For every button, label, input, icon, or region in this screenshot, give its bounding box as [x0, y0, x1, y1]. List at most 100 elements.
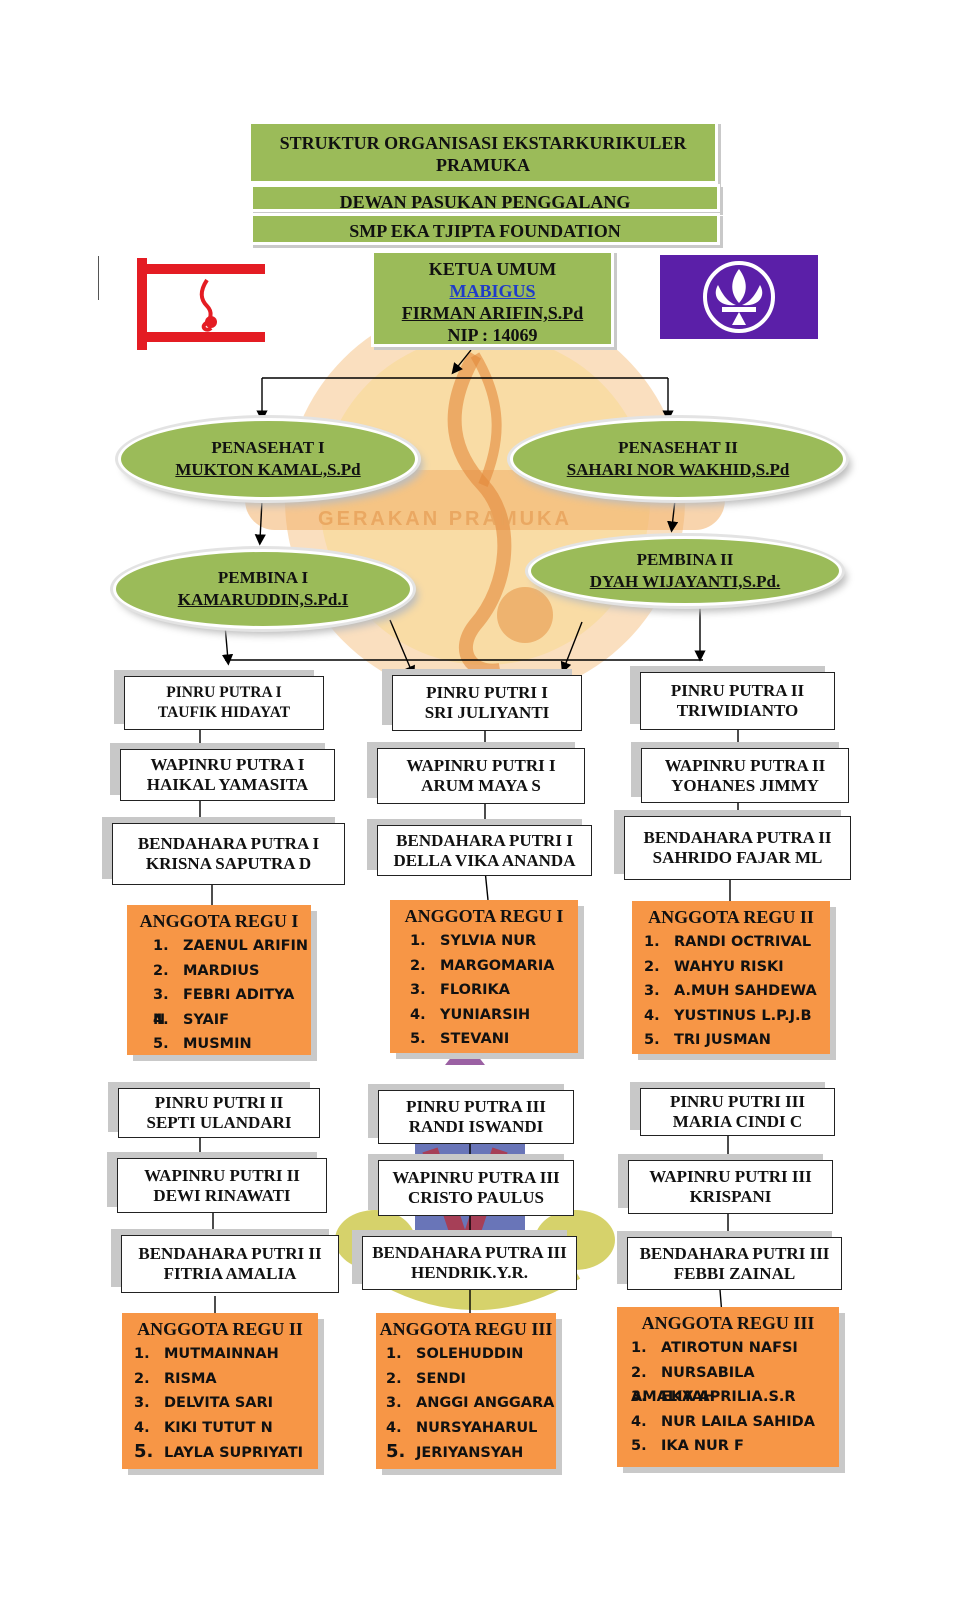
anggota-list: 1.RANDI OCTRIVAL 2.WAHYU RISKI 3.A.MUH S… — [632, 930, 830, 1053]
penasehat-2-role: PENASEHAT II — [618, 438, 738, 457]
wapinru-name: KRISPANI — [689, 1187, 772, 1206]
list-item: 5.LAYLA SUPRIYATI — [134, 1441, 303, 1462]
list-item: 3.EKA APRILIA.S.R — [631, 1389, 796, 1405]
pinru-role: PINRU PUTRA II — [670, 681, 805, 700]
list-item: 3.FLORIKA — [410, 982, 510, 998]
anggota-box: ANGGOTA REGU III 1.ATIROTUN NAFSI 2.NURS… — [617, 1307, 839, 1467]
bendahara-name: FEBBI ZAINAL — [673, 1263, 796, 1283]
wapinru-name: ARUM MAYA S — [421, 776, 541, 795]
list-item: 2.MARGOMARIA — [410, 957, 555, 974]
list-item: 4.NUR LAILA SAHIDA — [631, 1413, 815, 1430]
list-item: 2.NURSABILA AMALIYAH — [631, 1364, 755, 1406]
list-item: 1.SOLEHUDDIN — [386, 1346, 524, 1362]
list-item: 2.WAHYU RISKI — [644, 958, 784, 975]
pinru-role: PINRU PUTRA III — [406, 1097, 546, 1116]
list-item: 5.IKA NUR F — [631, 1438, 744, 1454]
pinru-role: PINRU PUTRI III — [669, 1092, 806, 1111]
anggota-title: ANGGOTA REGU II — [648, 907, 814, 927]
list-item: 1.SYLVIA NUR — [410, 933, 537, 949]
list-item: 4.NURSYAHARUL — [386, 1419, 538, 1436]
bendahara-role: BENDAHARA PUTRI II — [138, 1244, 322, 1263]
bendahara-box: BENDAHARA PUTRA III HENDRIK.Y.R. — [362, 1236, 577, 1290]
bendahara-box: BENDAHARA PUTRA I KRISNA SAPUTRA D — [112, 823, 345, 885]
ketua-nip: NIP : 14069 — [447, 325, 538, 345]
wapinru-box: WAPINRU PUTRI III KRISPANI — [628, 1160, 833, 1214]
wapinru-role: WAPINRU PUTRI II — [144, 1165, 300, 1185]
bendahara-role: BENDAHARA PUTRI I — [396, 830, 573, 850]
header-title-box: STRUKTUR ORGANISASI EKSTARKURIKULER PRAM… — [248, 121, 718, 184]
bendahara-role: BENDAHARA PUTRA III — [372, 1243, 567, 1262]
bendahara-name: HENDRIK.Y.R. — [411, 1263, 528, 1282]
penasehat-1-name: MUKTON KAMAL,S.Pd — [175, 460, 361, 479]
anggota-title: ANGGOTA REGU I — [139, 911, 299, 931]
list-item: 2.MARDIUS — [153, 962, 260, 979]
list-item: 1.ATIROTUN NAFSI — [631, 1340, 798, 1356]
list-item: 5.STEVANI — [410, 1031, 510, 1047]
anggota-list: 1.SOLEHUDDIN 2.SENDI 3.ANGGI ANGGARA 4.N… — [376, 1342, 556, 1465]
anggota-box: ANGGOTA REGU III 1.SOLEHUDDIN 2.SENDI 3.… — [376, 1313, 556, 1469]
wapinru-role: WAPINRU PUTRA III — [392, 1168, 560, 1187]
pembina-1-role: PEMBINA I — [217, 568, 309, 587]
bendahara-box: BENDAHARA PUTRI II FITRIA AMALIA — [121, 1235, 339, 1293]
pinru-box: PINRU PUTRI II SEPTI ULANDARI — [118, 1088, 320, 1138]
anggota-list: 1.ATIROTUN NAFSI 2.NURSABILA AMALIYAH 3.… — [617, 1336, 839, 1459]
pinru-box: PINRU PUTRI I SRI JULIYANTI — [392, 675, 582, 731]
anggota-title: ANGGOTA REGU II — [137, 1319, 303, 1339]
list-item: 4.YUSTINUS L.P.J.B — [644, 1007, 812, 1024]
wapinru-role: WAPINRU PUTRI III — [649, 1167, 812, 1186]
tunas-kelapa-flag-icon — [137, 258, 265, 350]
wapinru-box: WAPINRU PUTRA II YOHANES JIMMY — [641, 748, 849, 803]
penasehat-2-name: SAHARI NOR WAKHID,S.Pd — [566, 460, 790, 479]
wapinru-box: WAPINRU PUTRI I ARUM MAYA S — [377, 748, 585, 804]
pembina-2-oval: PEMBINA II DYAH WIJAYANTI,S.Pd. — [528, 536, 842, 606]
pinru-name: TRIWIDIANTO — [676, 701, 799, 720]
penasehat-1-oval: PENASEHAT I MUKTON KAMAL,S.Pd — [118, 418, 418, 500]
pembina-1-oval: PEMBINA I KAMARUDDIN,S.Pd.I — [113, 549, 413, 629]
penasehat-1-role: PENASEHAT I — [211, 438, 325, 457]
list-item: 5.TRI JUSMAN — [644, 1032, 771, 1048]
ketua-umum-box: KETUA UMUM MABIGUS FIRMAN ARIFIN,S.Pd NI… — [371, 250, 614, 347]
pinru-box: PINRU PUTRA III RANDI ISWANDI — [378, 1090, 574, 1144]
pinru-box: PINRU PUTRA II TRIWIDIANTO — [640, 672, 835, 730]
bendahara-name: KRISNA SAPUTRA D — [145, 854, 312, 873]
list-item: 3.FEBRI ADITYA N — [153, 987, 295, 1028]
bendahara-box: BENDAHARA PUTRA II SAHRIDO FAJAR ML — [624, 816, 851, 880]
wapinru-name: DEWI RINAWATI — [153, 1185, 291, 1205]
wapinru-role: WAPINRU PUTRA II — [664, 755, 826, 775]
pinru-name: SEPTI ULANDARI — [146, 1113, 292, 1132]
pinru-role: PINRU PUTRI II — [154, 1093, 284, 1112]
pembina-2-role: PEMBINA II — [636, 550, 734, 569]
bendahara-role: BENDAHARA PUTRA II — [643, 828, 832, 847]
list-item: 1.ZAENUL ARIFIN — [153, 938, 309, 954]
list-item: 3.A.MUH SAHDEWA — [644, 983, 817, 999]
page-edge-mark — [98, 256, 99, 300]
anggota-title: ANGGOTA REGU III — [641, 1313, 815, 1333]
wapinru-box: WAPINRU PUTRA III CRISTO PAULUS — [378, 1160, 574, 1216]
bendahara-name: FITRIA AMALIA — [163, 1264, 297, 1283]
bendahara-box: BENDAHARA PUTRI III FEBBI ZAINAL — [627, 1237, 842, 1290]
wapinru-name: YOHANES JIMMY — [671, 775, 819, 795]
list-item: 1.RANDI OCTRIVAL — [644, 934, 812, 950]
wapinru-name: CRISTO PAULUS — [408, 1188, 544, 1207]
list-item: 4.SYAIF — [153, 1011, 230, 1028]
mabigus-link[interactable]: MABIGUS — [449, 281, 536, 301]
wapinru-box: WAPINRU PUTRI II DEWI RINAWATI — [117, 1158, 327, 1213]
header-title-line2: PRAMUKA — [436, 155, 530, 175]
ketua-role: KETUA UMUM — [428, 259, 557, 279]
ketua-name: FIRMAN ARIFIN,S.Pd — [401, 303, 584, 323]
pinru-name: MARIA CINDI C — [672, 1112, 803, 1131]
pembina-1-name: KAMARUDDIN,S.Pd.I — [177, 590, 349, 609]
anggota-box: ANGGOTA REGU II 1.MUTMAINNAH 2.RISMA 3.D… — [122, 1313, 318, 1469]
header-title: STRUKTUR ORGANISASI EKSTARKURIKULER — [279, 133, 687, 153]
pinru-box: PINRU PUTRA I TAUFIK HIDAYAT — [124, 676, 324, 730]
list-item: 4.YUNIARSIH — [410, 1006, 531, 1023]
header-school: SMP EKA TJIPTA FOUNDATION — [250, 213, 720, 245]
anggota-box: ANGGOTA REGU II 1.RANDI OCTRIVAL 2.WAHYU… — [632, 901, 830, 1054]
anggota-list: 1.ZAENUL ARIFIN 2.MARDIUS 3.FEBRI ADITYA… — [127, 934, 311, 1057]
bendahara-role: BENDAHARA PUTRI III — [639, 1243, 830, 1263]
list-item: 1.MUTMAINNAH — [134, 1346, 279, 1362]
anggota-title: ANGGOTA REGU III — [379, 1319, 553, 1339]
anggota-list: 1.SYLVIA NUR 2.MARGOMARIA 3.FLORIKA 4.YU… — [390, 929, 578, 1052]
wapinru-box: WAPINRU PUTRA I HAIKAL YAMASITA — [120, 749, 335, 801]
